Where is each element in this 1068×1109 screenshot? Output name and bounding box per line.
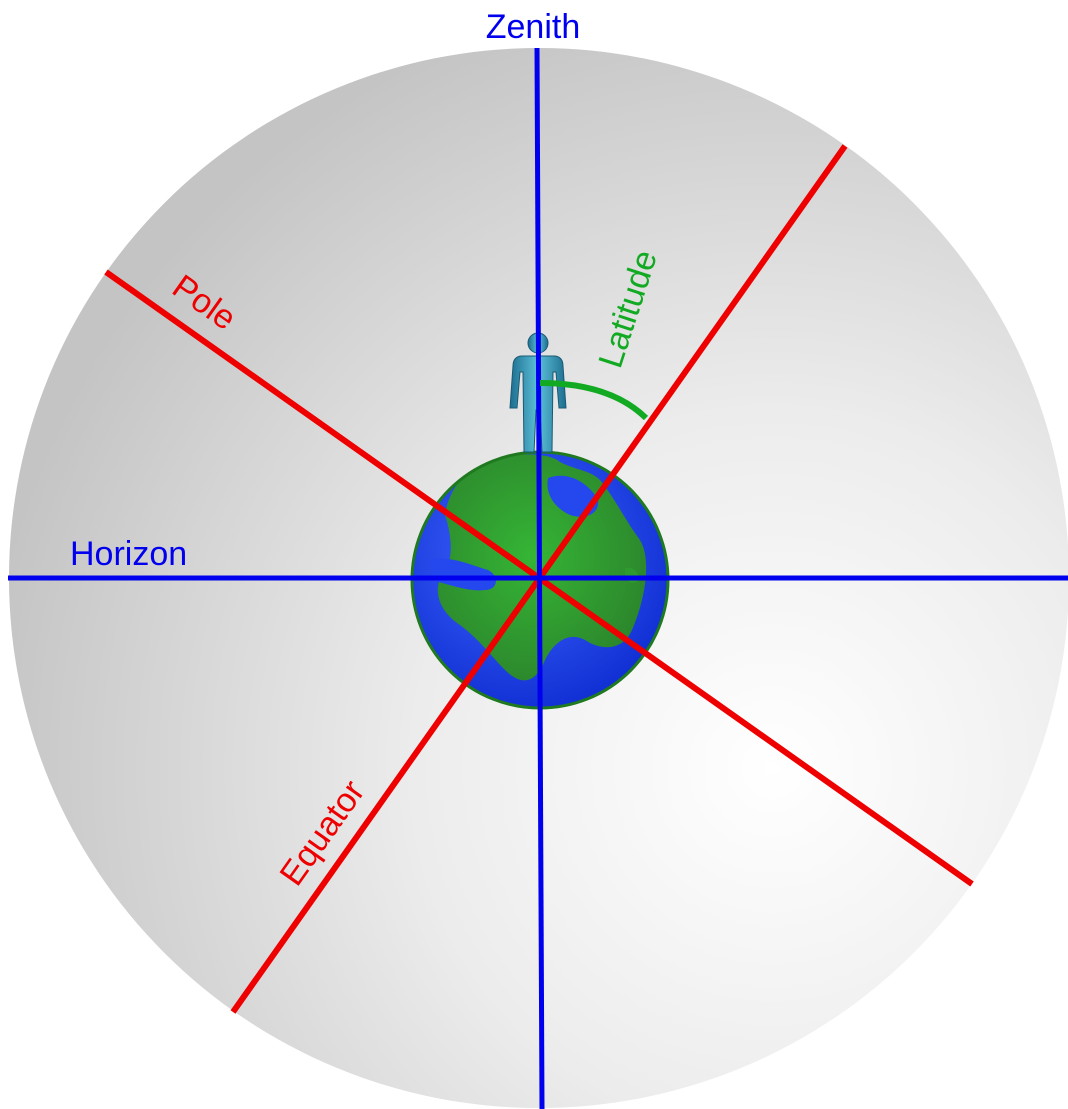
- latitude-arc: [539, 380, 649, 421]
- horizon-label: Horizon: [70, 535, 187, 573]
- zenith-label: Zenith: [486, 8, 581, 46]
- zenith-line: [534, 47, 545, 1109]
